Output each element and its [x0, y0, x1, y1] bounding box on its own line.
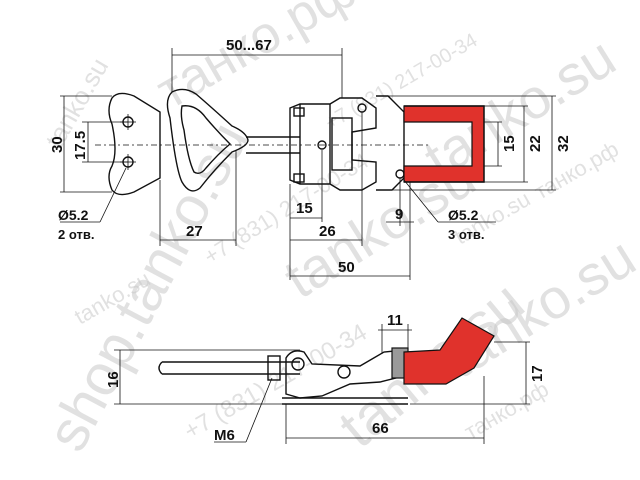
pivot: [291, 357, 305, 371]
lever-rivet: [293, 107, 305, 117]
side-view: [158, 317, 495, 405]
dim-50: 50: [338, 259, 355, 276]
dim-66: 66: [372, 420, 389, 437]
lever-pin-block: [331, 117, 353, 171]
base-plate: [376, 95, 405, 191]
dim-15-right: 15: [501, 135, 518, 152]
dim-11: 11: [387, 312, 403, 329]
pivot: [337, 365, 351, 379]
top-view-dimensions: 50...67 30 17.5 15 22 32 15: [49, 37, 572, 280]
hook-loop-outer: [166, 88, 249, 192]
hook-loop-inner: [180, 105, 232, 175]
hole-left-label: Ø5.2: [58, 207, 89, 223]
dim-17: 17: [529, 365, 546, 382]
dim-30: 30: [49, 136, 66, 153]
base-hole: [317, 140, 327, 150]
dim-15-bottom: 15: [296, 200, 313, 217]
dim-22: 22: [527, 135, 544, 152]
leader-line: [99, 167, 127, 223]
side-hook: [158, 361, 300, 375]
watermark-layer: tanko.su tanko.su +7 (831) 217-00-34 tan…: [34, 0, 640, 461]
hole-right-count: 3 отв.: [448, 227, 484, 242]
leader-line: [403, 179, 439, 223]
dim-17-5: 17.5: [72, 131, 89, 160]
hole-left-count: 2 отв.: [58, 227, 94, 242]
lever-rivet: [293, 173, 305, 183]
side-view-dimensions: 11 16 17 66 M6: [105, 312, 546, 444]
dim-32: 32: [555, 135, 572, 152]
watermark-text: танко.рф: [460, 376, 553, 444]
side-nut: [267, 355, 281, 381]
leader-line: [245, 377, 273, 443]
dim-26: 26: [319, 223, 336, 240]
rubber-pad-outline: [404, 105, 485, 183]
hole-right-label: Ø5.2: [448, 207, 479, 223]
dim-9: 9: [395, 206, 403, 223]
left-mounting-plate: [108, 92, 161, 196]
dim-27: 27: [186, 223, 203, 240]
side-rubber-pad: [403, 317, 495, 385]
side-lever: [285, 349, 405, 399]
dim-16: 16: [105, 371, 122, 388]
thread-label: M6: [214, 427, 235, 444]
dim-50-67: 50...67: [226, 37, 272, 54]
